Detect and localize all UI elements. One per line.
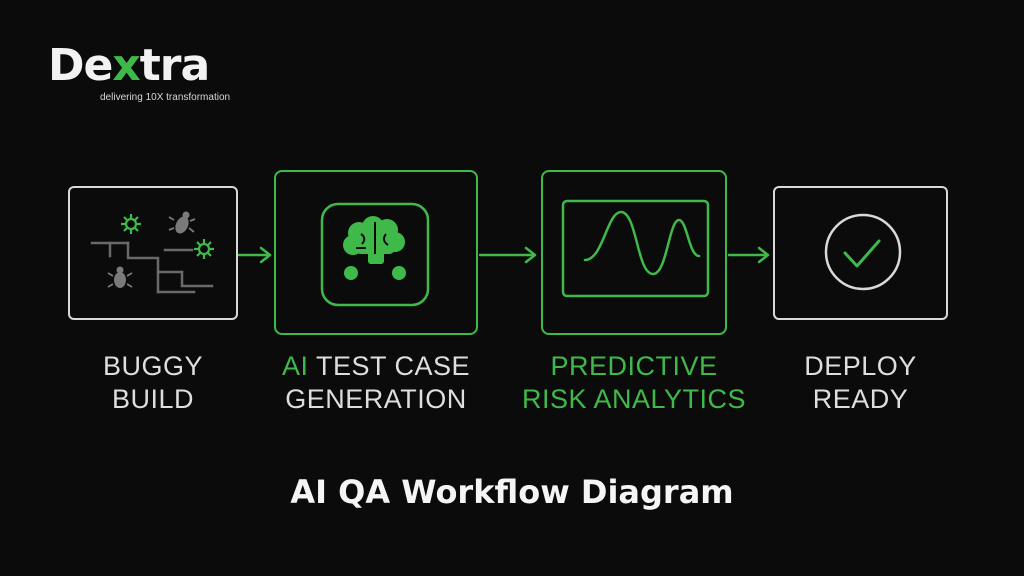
bug-icon (90, 211, 214, 294)
step-ai-test-generation-box (274, 170, 478, 335)
dextra-logo: Dextra delivering 10X transformation (48, 40, 230, 104)
step-predictive-risk-box (541, 170, 727, 335)
checkmark-circle-icon (824, 213, 902, 291)
logo-wordmark: Dextra (48, 40, 210, 91)
arrow-right-icon (238, 246, 272, 264)
arrow-right-icon (728, 246, 770, 264)
ai-brain-robot-icon (320, 202, 430, 307)
step-label-ai-test-generation: AI TEST CASE GENERATION (281, 351, 471, 414)
step-label-buggy-build: BUGGY BUILD (102, 351, 204, 414)
arrow-right-icon (479, 246, 537, 264)
step-label-predictive-risk: PREDICTIVE RISK ANALYTICS (521, 351, 747, 414)
step-buggy-build-box (68, 186, 238, 320)
waveform-chart-icon (561, 199, 710, 298)
diagram-title: AI QA Workflow Diagram (290, 473, 734, 511)
logo-tagline: delivering 10X transformation (100, 92, 231, 103)
step-label-deploy-ready: DEPLOY READY (804, 351, 917, 414)
step-deploy-ready-box (773, 186, 948, 320)
